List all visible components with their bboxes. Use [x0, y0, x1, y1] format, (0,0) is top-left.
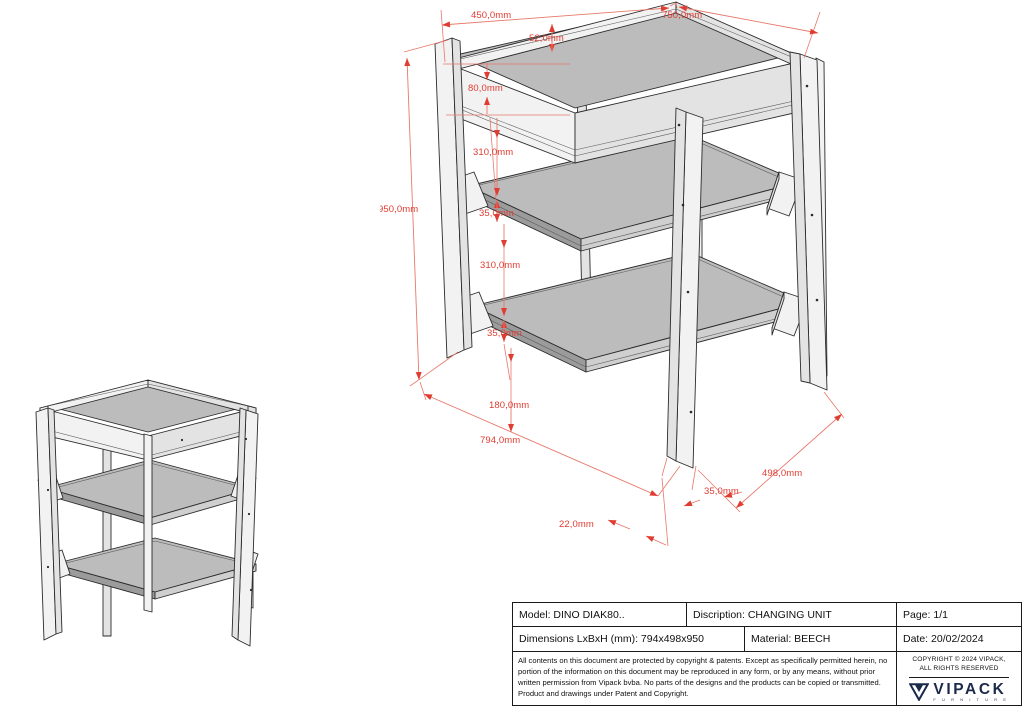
- vipack-mark-icon: [909, 682, 930, 701]
- dimensions-cell: Dimensions LxBxH (mm): 794x498x950: [513, 627, 745, 651]
- vipack-logo: VIPACK F U R N I T U R E: [909, 676, 1009, 703]
- copyright-line-1: COPYRIGHT © 2024 VIPACK,: [912, 655, 1006, 663]
- title-block-row-2: Dimensions LxBxH (mm): 794x498x950 Mater…: [513, 627, 1021, 652]
- copyright-line-2: ALL RIGHTS RESERVED: [919, 664, 999, 672]
- dim-794: 794,0mm: [480, 435, 520, 446]
- vipack-tagline: F U R N I T U R E: [933, 697, 1009, 703]
- dim-310-lower: 310,0mm: [480, 260, 520, 271]
- page-cell: Page: 1/1: [903, 608, 948, 621]
- dimension-annotations: 450,0mm 750,0mm 52,0mm 80,0mm: [380, 2, 845, 547]
- dim-35-lower: 35,0mm: [487, 328, 522, 339]
- title-block-row-1: Model: DINO DIAK80.. Discription: CHANGI…: [513, 603, 1021, 628]
- small-view-geometry: [35, 379, 259, 647]
- dim-750: 750,0mm: [662, 10, 702, 21]
- dim-950: 950,0mm: [380, 204, 418, 215]
- description-cell: Discription: CHANGING UNIT: [687, 603, 897, 627]
- dim-35-upper: 35,0mm: [479, 208, 514, 219]
- title-block-row-3: All contents on this document are protec…: [513, 651, 1021, 705]
- small-isometric-view: [10, 378, 290, 658]
- material-cell: Material: BEECH: [745, 627, 897, 651]
- dim-35-leg: 35,0mm: [704, 486, 739, 497]
- legal-notice-cell: All contents on this document are protec…: [513, 651, 897, 705]
- model-cell: Model: DINO DIAK80..: [513, 603, 687, 627]
- legal-notice-text: All contents on this document are protec…: [518, 655, 888, 699]
- title-block: Model: DINO DIAK80.. Discription: CHANGI…: [512, 602, 1022, 706]
- dim-450: 450,0mm: [471, 10, 511, 21]
- dim-22: 22,0mm: [559, 519, 594, 530]
- main-view-geometry: [434, 1, 828, 469]
- main-isometric-view: 450,0mm 750,0mm 52,0mm 80,0mm: [380, 0, 850, 600]
- dim-498: 498,0mm: [762, 468, 802, 479]
- dim-52: 52,0mm: [529, 33, 564, 44]
- dim-180: 180,0mm: [489, 400, 529, 411]
- dim-310-upper: 310,0mm: [473, 147, 513, 158]
- date-cell: Date: 20/02/2024: [903, 632, 984, 645]
- dim-80: 80,0mm: [468, 83, 503, 94]
- vipack-wordmark: VIPACK: [933, 680, 1007, 698]
- copyright-cell: COPYRIGHT © 2024 VIPACK, ALL RIGHTS RESE…: [897, 652, 1021, 705]
